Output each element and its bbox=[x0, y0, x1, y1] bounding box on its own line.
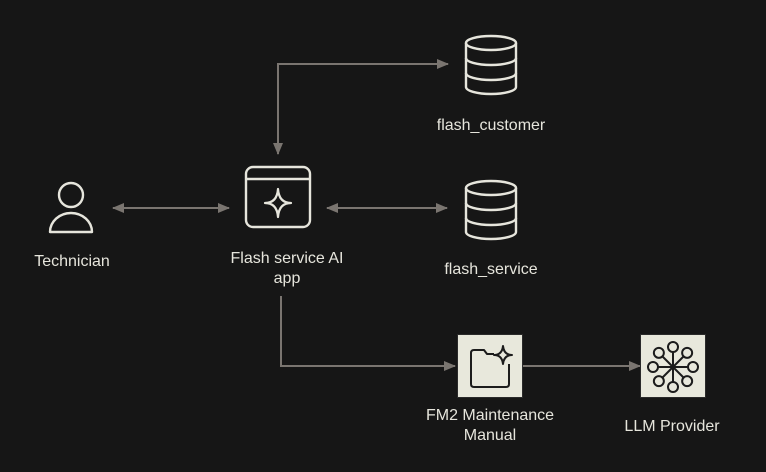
flash-service-label: flash_service bbox=[444, 261, 538, 278]
hub-node bbox=[667, 341, 679, 353]
app-window-sparkle-icon[interactable] bbox=[244, 165, 312, 229]
hub-node bbox=[647, 361, 659, 373]
hub-node bbox=[667, 381, 679, 393]
app-label: Flash service AI app bbox=[230, 250, 344, 287]
llm-provider-label: LLM Provider bbox=[624, 418, 720, 435]
edge-app-flash-customer bbox=[273, 59, 449, 155]
manual-label: FM2 Maintenance Manual bbox=[425, 407, 555, 444]
user-icon[interactable] bbox=[44, 180, 98, 236]
edge-app-manual bbox=[280, 296, 456, 371]
database-icon[interactable] bbox=[463, 178, 519, 242]
technician-label: Technician bbox=[34, 253, 110, 270]
hub-node bbox=[652, 346, 665, 359]
hub-node bbox=[681, 346, 694, 359]
hub-node bbox=[687, 361, 699, 373]
hub-node bbox=[681, 375, 694, 388]
folder-sparkle-icon[interactable] bbox=[457, 334, 523, 398]
database-icon[interactable] bbox=[463, 33, 519, 97]
network-hub-icon[interactable] bbox=[640, 334, 706, 398]
hub-node bbox=[652, 375, 665, 388]
flash-customer-label: flash_customer bbox=[436, 117, 546, 134]
